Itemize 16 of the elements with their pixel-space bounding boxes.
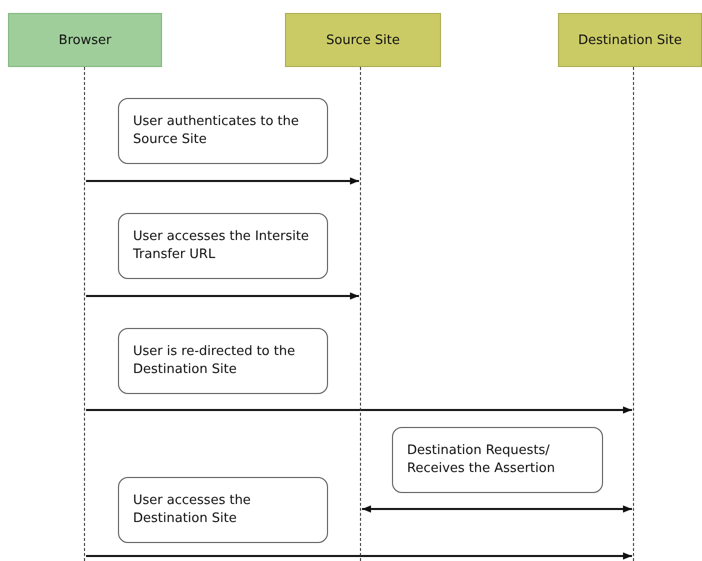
message-arrow	[86, 177, 359, 185]
message-arrow	[86, 406, 632, 414]
note-box: User accesses the Intersite Transfer URL	[118, 213, 328, 279]
participant-box: Source Site	[285, 13, 441, 67]
message-arrow	[86, 552, 632, 560]
lifeline	[360, 67, 362, 561]
participant-box: Browser	[8, 13, 162, 67]
note-box: User authenticates to the Source Site	[118, 98, 328, 164]
note-box: User accesses the Destination Site	[118, 477, 328, 543]
lifeline	[633, 67, 635, 561]
message-arrow	[362, 505, 632, 513]
participant-box: Destination Site	[558, 13, 702, 67]
note-box: Destination Requests/ Receives the Assertion	[392, 427, 603, 493]
note-box: User is re-directed to the Destination Site	[118, 328, 328, 394]
message-arrow	[86, 292, 359, 300]
lifeline	[84, 67, 86, 561]
